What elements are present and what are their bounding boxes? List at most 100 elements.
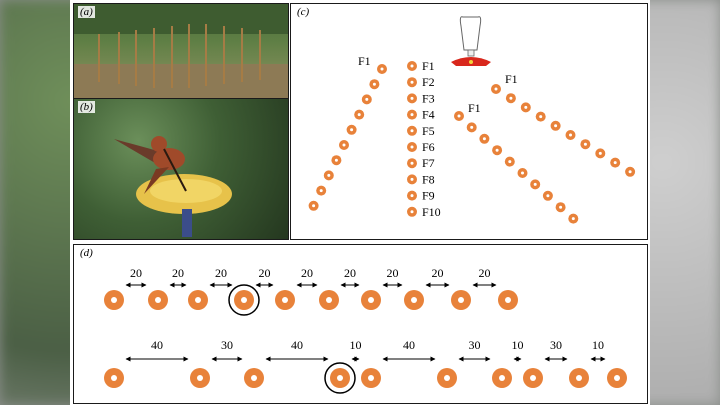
- row2-distance-label: 10: [592, 338, 604, 352]
- row2-distance-label: 10: [512, 338, 524, 352]
- flower-mid-line: [542, 190, 553, 201]
- center-flower-label: F8: [422, 172, 435, 186]
- flower-mid-line: [568, 213, 579, 224]
- row2-flower: [607, 368, 627, 388]
- row2-flower: [244, 368, 264, 388]
- flower-mid-line: [492, 145, 503, 156]
- flower-center-line: [407, 174, 417, 185]
- panel-label-a: (a): [78, 6, 95, 18]
- flower-left-line: [339, 140, 349, 150]
- center-flower-label: F2: [422, 75, 435, 89]
- row1-flower: [148, 290, 168, 310]
- flower-left-line: [369, 79, 380, 90]
- flower-right-line: [535, 111, 546, 122]
- flower-center-line: [407, 61, 417, 71]
- flower-left-line: [316, 185, 327, 196]
- row2-distance-label: 10: [350, 338, 362, 352]
- row1-distance-label: 20: [172, 266, 184, 280]
- center-flower-label: F4: [422, 108, 435, 122]
- flower-left-line: [346, 124, 357, 135]
- left-line-label: F1: [358, 54, 371, 68]
- flower-right-line: [565, 130, 576, 140]
- flower-center-line: [407, 77, 417, 88]
- row2-distance-label: 40: [151, 338, 163, 352]
- row1-distance-label: 20: [259, 266, 271, 280]
- flower-right-line: [550, 120, 561, 131]
- row2-flower: [361, 368, 381, 388]
- row1-flower: [451, 290, 471, 310]
- center-flower-label: F1: [422, 59, 435, 73]
- row1-flower: [188, 290, 208, 310]
- row2-flower: [330, 368, 350, 388]
- panel-label-c: (c): [295, 6, 312, 18]
- flower-mid-line: [479, 133, 490, 144]
- hummingbird-illustration: [114, 136, 232, 237]
- row2-distance-label: 40: [403, 338, 415, 352]
- flower-center-line: [407, 142, 417, 152]
- flower-center-line: [407, 125, 417, 136]
- flower-mid-line: [555, 202, 566, 213]
- row1-distance-label: 20: [432, 266, 444, 280]
- flower-right-line: [595, 148, 606, 159]
- flower-right-line: [520, 102, 531, 113]
- flower-center-line: [407, 158, 417, 169]
- flower-left-line: [331, 155, 342, 166]
- flower-mid-line: [530, 179, 541, 190]
- row2-flower: [523, 368, 543, 388]
- row1-distance-label: 20: [301, 266, 313, 280]
- flower-center-line: [407, 190, 417, 201]
- feeder-icon: [451, 16, 491, 66]
- flower-right-line: [580, 139, 591, 150]
- row2-distance-label: 40: [291, 338, 303, 352]
- center-flower-label: F9: [422, 189, 435, 203]
- row1-distance-label: 20: [479, 266, 491, 280]
- row1-distance-label: 20: [130, 266, 142, 280]
- flower-left-line: [361, 94, 372, 105]
- center-flower-label: F3: [422, 91, 435, 105]
- row1-flower: [404, 290, 424, 310]
- flower-mid-line: [466, 122, 477, 133]
- mid-line-label: F1: [468, 101, 481, 115]
- row2-highlight-circle: [324, 362, 356, 394]
- center-flower-label: F6: [422, 140, 435, 154]
- photo-field-array: (a): [73, 3, 289, 99]
- row2-distance-label: 30: [221, 338, 233, 352]
- center-flower-label: F5: [422, 124, 435, 138]
- flower-center-line: [407, 206, 417, 217]
- flower-mid-line: [517, 168, 528, 178]
- row2-flower: [190, 368, 210, 388]
- flower-center-line: [407, 93, 417, 104]
- row1-distance-label: 20: [387, 266, 399, 280]
- row2-flower: [437, 368, 457, 388]
- row1-flower: [275, 290, 295, 310]
- flower-mid-line: [504, 156, 515, 167]
- row1-highlight-circle: [228, 284, 260, 316]
- photo-hummingbird: (b): [73, 98, 289, 240]
- row2-flower: [569, 368, 589, 388]
- flower-right-line: [505, 93, 516, 104]
- panel-label-d: (d): [78, 247, 95, 259]
- flower-center-line: [407, 109, 417, 120]
- flower-mid-line: [454, 111, 464, 121]
- flower-left-line: [308, 200, 319, 211]
- row2-flower: [492, 368, 512, 388]
- panel-label-b: (b): [78, 101, 95, 113]
- row1-flower: [498, 290, 518, 310]
- center-flower-label: F7: [422, 156, 435, 170]
- row2-flower: [104, 368, 124, 388]
- flower-left-line: [354, 109, 365, 120]
- row2-distance-label: 30: [550, 338, 562, 352]
- right-line-label: F1: [505, 72, 518, 86]
- flower-left-line: [323, 170, 334, 181]
- flower-right-line: [491, 84, 501, 94]
- flower-right-line: [625, 166, 636, 177]
- row1-distance-label: 20: [344, 266, 356, 280]
- row1-flower: [234, 290, 254, 310]
- row1-flower: [104, 290, 124, 310]
- field-stakes-illustration: [74, 4, 288, 98]
- center-flower-label: F10: [422, 205, 441, 219]
